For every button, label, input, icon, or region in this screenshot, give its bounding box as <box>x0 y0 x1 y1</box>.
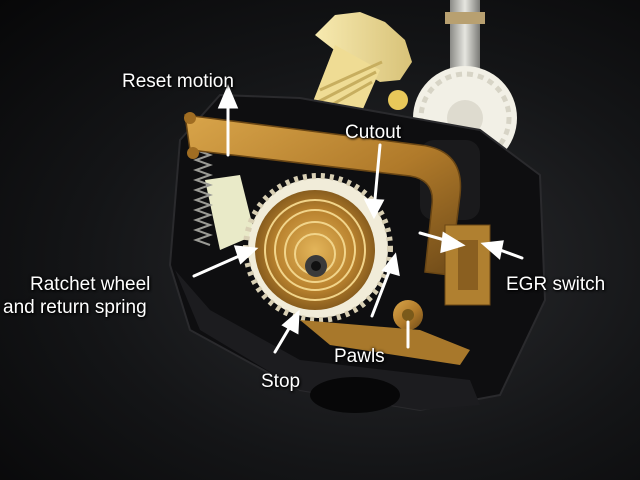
brass-plate <box>300 320 470 365</box>
label-egr-switch: EGR switch <box>506 274 606 295</box>
arrowhead-stop <box>281 309 300 335</box>
annotation-arrows <box>192 84 524 354</box>
arrow-ratchet <box>192 251 248 278</box>
label-reset-motion: Reset motion <box>122 71 234 92</box>
label-ratchet-wheel-line1: Ratchet wheel <box>30 274 151 295</box>
label-stop: Stop <box>261 371 301 392</box>
arrowhead-cutout <box>363 198 385 220</box>
cream-block <box>205 175 255 250</box>
arrowhead-pawls-left <box>381 252 400 277</box>
label-ratchet-wheel: Ratchet wheel and return spring <box>3 273 150 319</box>
shaft-collar <box>445 12 485 24</box>
pawl-pivot <box>393 300 423 330</box>
ratchet-wheel <box>243 173 393 323</box>
arrowhead-reset-motion <box>217 84 239 109</box>
label-cutout: Cutout <box>345 122 401 143</box>
arrowhead-egr-right <box>480 240 504 260</box>
coil-spring <box>193 149 213 246</box>
label-pawls: Pawls <box>334 346 385 367</box>
label-ratchet-wheel-line2: and return spring <box>3 297 147 318</box>
arrowhead-egr-left <box>440 231 466 254</box>
arrowhead-ratchet <box>233 245 259 265</box>
